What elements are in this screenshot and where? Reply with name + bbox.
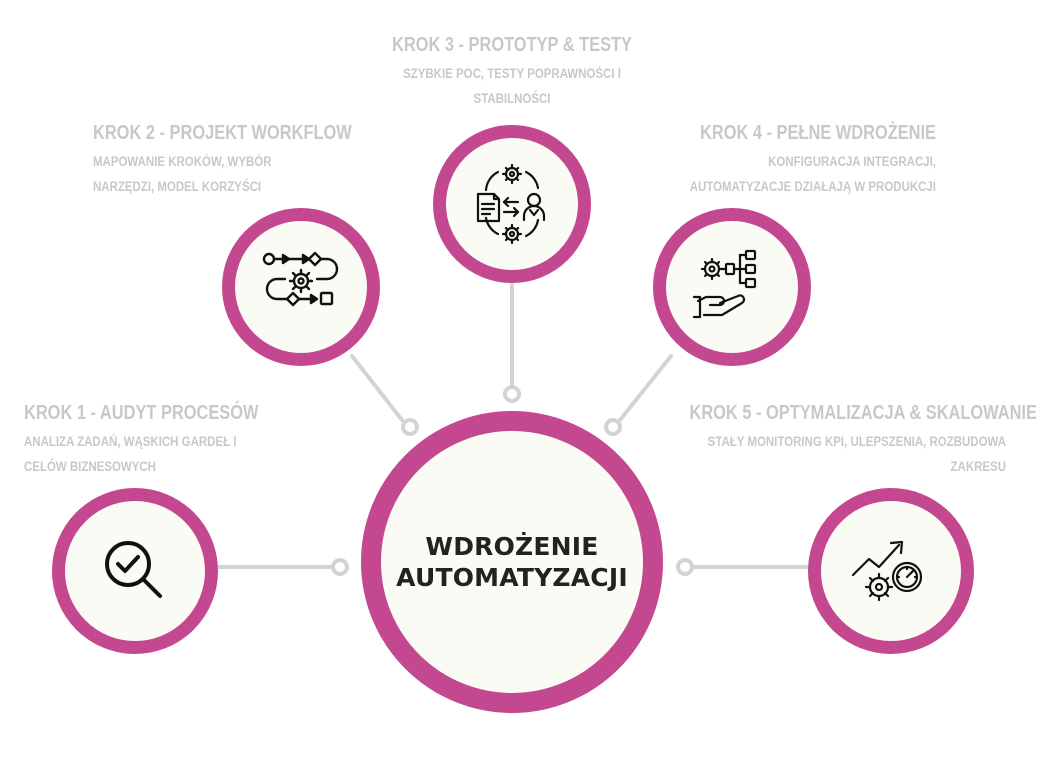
step-4-label: KROK 4 - PEŁNE WDROŻENIE KONFIGURACJA IN…: [618, 121, 936, 199]
step-3-desc: SZYBKIE POC, TESTY POPRAWNOŚCI I STABILN…: [403, 66, 621, 106]
step-5-label: KROK 5 - OPTYMALIZACJA & SKALOWANIE STAŁ…: [620, 401, 1037, 479]
connector-dot-4: [604, 418, 622, 436]
step-5-title: KROK 5 - OPTYMALIZACJA & SKALOWANIE: [689, 402, 1037, 424]
connector-step-2: [350, 354, 404, 422]
step-1-node: [52, 488, 218, 654]
connector-dot-2: [401, 418, 419, 436]
center-node: WDROŻENIE AUTOMATYZACJI: [361, 411, 663, 713]
step-2-title: KROK 2 - PROJEKT WORKFLOW: [93, 122, 352, 144]
hand-gear-hierarchy-icon: [692, 249, 757, 319]
step-2-node: [222, 208, 380, 366]
step-5-node: [808, 488, 974, 654]
step-1-label: KROK 1 - AUDYT PROCESÓW ANALIZA ZADAŃ, W…: [24, 401, 304, 479]
center-title-line2: AUTOMATYZACJI: [396, 563, 628, 592]
step-1-desc: ANALIZA ZADAŃ, WĄSKICH GARDEŁ I CELÓW BI…: [24, 434, 237, 474]
step-1-title: KROK 1 - AUDYT PROCESÓW: [24, 402, 259, 424]
center-title-line1: WDROŻENIE: [425, 532, 599, 561]
step-2-desc: MAPOWANIE KROKÓW, WYBÓR NARZĘDZI, MODEL …: [93, 154, 272, 194]
workflow-map-icon: [262, 251, 339, 307]
step-3-title: KROK 3 - PROTOTYP & TESTY: [392, 34, 632, 56]
step-4-title: KROK 4 - PEŁNE WDROŻENIE: [700, 122, 936, 144]
magnifier-check-icon: [105, 541, 162, 598]
connector-dot-3: [503, 385, 521, 403]
connector-step-4: [618, 354, 673, 422]
step-4-node: [653, 208, 811, 366]
step-4-desc: KONFIGURACJA INTEGRACJI, AUTOMATYZACJE D…: [689, 154, 936, 194]
step-5-desc: STAŁY MONITORING KPI, ULEPSZENIA, ROZBUD…: [707, 434, 1006, 474]
growth-gear-gauge-icon: [851, 540, 923, 602]
step-3-label: KROK 3 - PROTOTYP & TESTY SZYBKIE POC, T…: [362, 33, 662, 111]
connector-dot-5: [676, 558, 694, 576]
step-3-node: [433, 125, 591, 283]
connector-dot-1: [331, 558, 349, 576]
step-2-label: KROK 2 - PROJEKT WORKFLOW MAPOWANIE KROK…: [93, 121, 373, 199]
prototype-testing-icon: [476, 163, 546, 245]
